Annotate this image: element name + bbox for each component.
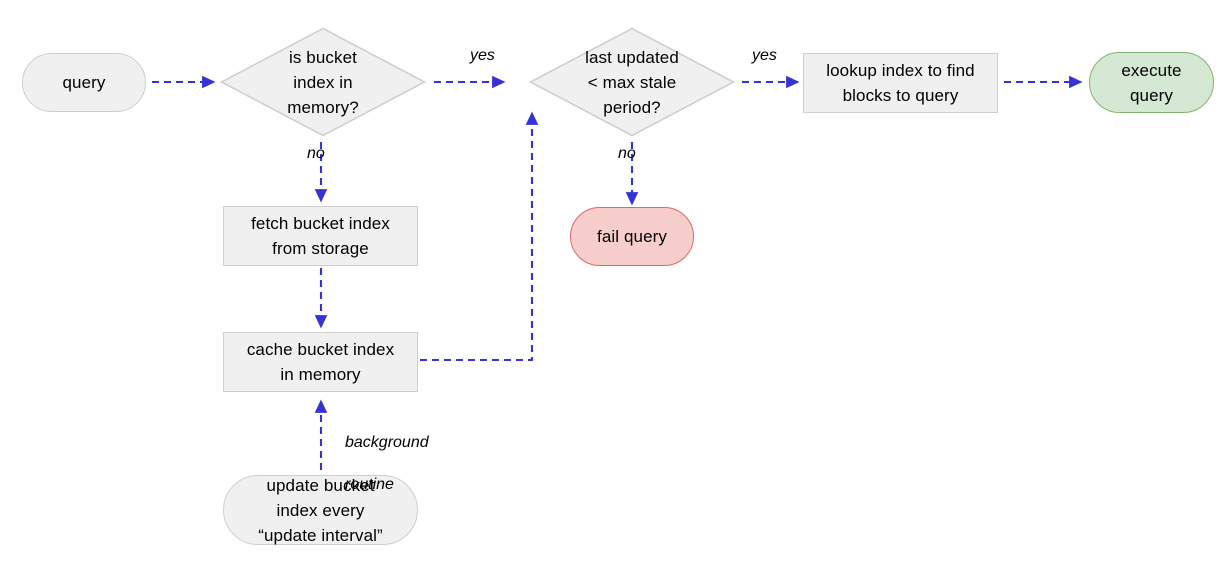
node-update-bucket-index[interactable]: update bucket index every “update interv… [223, 475, 418, 545]
node-last-updated-max-stale-period-text: last updated < max stale period? [585, 45, 679, 120]
node-lookup-index[interactable]: lookup index to find blocks to query [803, 53, 998, 113]
decision-line-2: < max stale [587, 72, 677, 92]
process-line-2: from storage [272, 239, 369, 258]
node-fetch-bucket-index-text: fetch bucket index from storage [251, 211, 390, 261]
node-execute-query-text: execute query [1121, 58, 1181, 108]
decision-line-1: last updated [585, 47, 679, 67]
background-routine-line-1: background [345, 434, 429, 451]
background-routine-line-2: routine [345, 476, 394, 493]
node-fail-query-label: fail query [597, 227, 667, 246]
node-execute-query[interactable]: execute query [1089, 52, 1214, 113]
terminal-line-3: “update interval” [258, 525, 383, 545]
diamond-shape [220, 27, 426, 137]
edge-label-memory-no: no [307, 145, 325, 162]
process-line-1: lookup index to find [826, 61, 975, 80]
process-line-1: fetch bucket index [251, 214, 390, 233]
process-line-2: in memory [280, 365, 361, 384]
edge-label-memory-yes: yes [470, 47, 495, 64]
decision-line-3: memory? [287, 97, 359, 117]
node-query[interactable]: query [22, 53, 146, 112]
edge-label-background-routine: background routine [345, 411, 429, 516]
edge-label-stale-no: no [618, 145, 636, 162]
node-is-bucket-index-in-memory[interactable]: is bucket index in memory? [220, 27, 426, 137]
process-line-2: blocks to query [842, 86, 959, 105]
terminal-line-1: execute [1121, 60, 1182, 80]
node-fetch-bucket-index[interactable]: fetch bucket index from storage [223, 206, 418, 266]
edge-label-stale-yes: yes [752, 47, 777, 64]
process-line-1: cache bucket index [246, 340, 395, 359]
node-lookup-index-text: lookup index to find blocks to query [826, 58, 975, 108]
node-last-updated-max-stale-period[interactable]: last updated < max stale period? [529, 27, 735, 137]
node-query-label: query [62, 73, 106, 92]
terminal-line-2: query [1129, 85, 1174, 105]
terminal-line-2: index every [276, 500, 365, 520]
node-cache-bucket-index-text: cache bucket index in memory [247, 337, 394, 387]
node-is-bucket-index-in-memory-text: is bucket index in memory? [287, 45, 359, 120]
node-cache-bucket-index[interactable]: cache bucket index in memory [223, 332, 418, 392]
diamond-shape [529, 27, 735, 137]
terminal-line-1: update bucket [266, 475, 375, 495]
decision-line-1: is bucket [289, 47, 357, 67]
node-fail-query[interactable]: fail query [570, 207, 694, 266]
decision-line-2: index in [293, 72, 353, 92]
decision-line-3: period? [603, 97, 661, 117]
edge-cache-to-stale-check [420, 111, 539, 362]
node-update-bucket-index-text: update bucket index every “update interv… [258, 473, 383, 548]
